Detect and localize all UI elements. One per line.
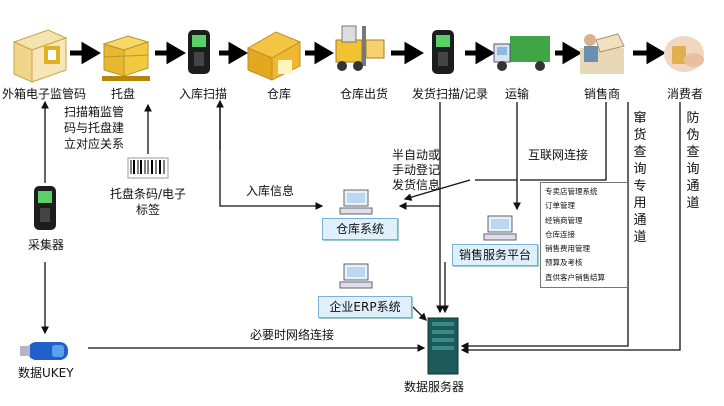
note-server: 数据服务器 [404,380,465,394]
platform-function-list: 专卖店管理系统 订单管理 经销商管理 仓库连接 销售费用管理 预算及考核 直供客… [540,182,628,289]
note-diversion-query: 窜货查询专用通道 [633,111,647,245]
outer-box-icon [12,29,68,83]
node-warehouse: 仓库 [267,87,292,101]
function-item: 经销商管理 [545,215,583,225]
note-network: 必要时网络连接 [250,328,335,342]
function-item: 订单管理 [545,201,575,211]
consumer-icon [664,36,704,72]
barcode-icon [127,157,169,179]
function-item: 销售费用管理 [545,244,590,254]
scanner-icon-inbound [188,30,210,74]
node-ship-scan: 发货扫描/记录 [412,87,489,101]
node-warehouse-out: 仓库出货 [340,87,389,101]
function-item: 直供客户销售结算 [545,272,605,282]
collector-icon [34,186,56,230]
node-pallet: 托盘 [111,87,136,101]
note-pallet-link: 扫描箱监管码与托盘建立对应关系 [64,105,125,151]
computer-icon-warehouse [339,189,373,215]
note-ship-info: 半自动或手动登记发货信息 [392,148,441,192]
note-internet: 互联网连接 [528,148,589,162]
note-collector: 采集器 [28,238,65,252]
note-barcode-label: 托盘条码/电子标签 [109,187,187,217]
function-item: 预算及考核 [545,258,583,268]
node-distributor: 销售商 [584,87,621,101]
warehouse-icon [246,31,302,81]
note-inbound-info: 入库信息 [246,184,295,198]
server-icon [427,317,459,375]
forklift-icon [335,25,385,71]
node-transport: 运输 [505,87,530,101]
truck-icon [493,36,550,71]
node-inbound-scan: 入库扫描 [179,87,228,101]
pallet-icon [102,35,150,81]
function-item: 仓库连接 [545,229,575,239]
sales-platform-box: 销售服务平台 [452,244,538,266]
top-flow-arrows [70,41,666,65]
distributor-icon [580,33,625,74]
computer-icon-erp [339,263,373,289]
node-outer-box: 外箱电子监管码 [2,87,87,101]
ukey-icon [20,342,68,360]
warehouse-system-box: 仓库系统 [322,218,398,240]
computer-icon-platform [483,215,517,241]
erp-system-box: 企业ERP系统 [318,296,412,318]
note-anti-fake: 防伪查询通道 [686,111,700,211]
node-consumer: 消费者 [667,87,704,101]
connection-lines [41,99,681,354]
function-item: 专卖店管理系统 [545,187,598,196]
scanner-icon-ship [432,30,454,74]
note-ukey: 数据UKEY [18,366,74,380]
